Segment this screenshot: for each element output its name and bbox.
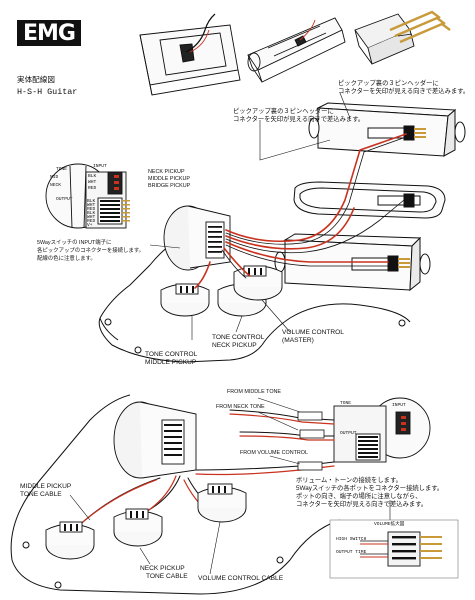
input-pin-2: RED: [88, 186, 97, 191]
switch-label-mid: MID: [50, 175, 59, 180]
note-header-top-1: ピックアップ裏の３ピンヘッダーに: [338, 80, 439, 87]
label-neck-cable-2: TONE CABLE: [146, 573, 188, 580]
switch-label-output: OUTPUT: [56, 197, 73, 202]
page-title: 実体配線図: [17, 75, 55, 84]
switch-label-input: INPUT: [93, 164, 107, 169]
label-tone-neck-1: TONE CONTROL: [212, 334, 265, 341]
header-pin-closeup: [354, 10, 451, 65]
volume-detail-inset: [329, 519, 459, 579]
volume-pot-bottom: [197, 483, 247, 523]
output-pin-1: WHT: [87, 203, 96, 208]
label-volume-1: VOLUME CONTROL: [282, 329, 344, 336]
bottom-plug-connectors: [297, 411, 325, 471]
label-tone-middle-1: TONE CONTROL: [145, 351, 198, 358]
label-from-middle-tone: FROM MIDDLE TONE: [227, 389, 282, 395]
label-tone-middle-2: MIDDLE PICKUP: [145, 359, 197, 366]
tone-pot-middle-bottom: [45, 521, 95, 560]
input-legend-neck: NECK PICKUP: [148, 169, 185, 175]
switch-label-neck: NECK: [50, 183, 62, 188]
input-pin-0: BLK: [88, 174, 97, 179]
label-from-neck-tone: FROM NECK TONE: [216, 404, 265, 410]
label-detail-output: OUTPUT TIME: [336, 550, 367, 555]
output-pin-0: BLK: [87, 199, 96, 204]
note-switch-1: 5Wayスイッチの INPUT端子に: [37, 240, 112, 246]
top-pickup-closeup-right: [247, 17, 346, 83]
bridge-humbucker: [274, 233, 431, 292]
tone-pot-middle-top: [160, 283, 210, 317]
neck-humbucker: [308, 102, 466, 157]
label-volume-cable: VOLUME CONTROL CABLE: [198, 575, 284, 582]
switch-board-bottom: [333, 397, 431, 463]
output-pin-4: WHT: [87, 215, 96, 220]
label-volume-detail: VOLUME拡大図: [374, 522, 405, 527]
label-middle-cable-2: TONE CABLE: [20, 491, 62, 498]
volume-pot-top: [233, 265, 283, 301]
input-legend-bridge: BRIDGE PICKUP: [148, 183, 191, 189]
switch-installed-bottom: [113, 401, 197, 479]
switch-installed-top: [163, 205, 231, 271]
note-bottom-1: ボリューム・トーンの接続をします。: [296, 477, 402, 484]
bottom-switch-input: INPUT: [392, 403, 406, 408]
page-subtitle: H-S-H Guitar: [17, 87, 78, 97]
output-pin-3: BLK: [87, 211, 96, 216]
pickguard-bottom: [10, 394, 341, 595]
leader-lines-bottom: [69, 397, 391, 575]
label-volume-2: (MASTER): [282, 337, 314, 344]
output-pin-6: V+: [87, 223, 93, 228]
switch-board-top: [45, 163, 130, 229]
bottom-switch-output: OUTPUT: [340, 431, 357, 436]
note-bottom-2: 5Wayスイッチの各ポットをコネクター接続します。: [296, 485, 444, 492]
label-from-volume: FROM VOLUME CONTROL: [240, 450, 308, 456]
note-switch-3: 配線の色に注意します。: [37, 256, 96, 262]
label-middle-cable-1: MIDDLE PICKUP: [20, 483, 72, 490]
top-pickup-closeup-left: [139, 13, 241, 96]
output-pin-2: RED: [87, 207, 96, 212]
leader-lines-top: [149, 92, 351, 340]
note-header-mid-2: コネクターを矢印が見える向きで差込みます。: [233, 116, 365, 123]
tone-pot-neck-bottom: [113, 508, 163, 547]
note-bottom-3: ポットの向き、端子の場所に注意しながら、: [296, 493, 422, 500]
emg-logo: EMG: [17, 20, 81, 46]
pickup-wires-top: [194, 133, 407, 289]
output-pin-5: RED: [87, 219, 96, 224]
bottom-switch-tone: TONE: [340, 401, 352, 406]
label-neck-cable-1: NECK PICKUP: [140, 565, 185, 572]
label-tone-neck-2: NECK PICKUP: [212, 342, 257, 349]
note-header-top-2: コネクターを矢印が見える向きで差込みます。: [338, 88, 470, 95]
input-pin-1: WHT: [88, 180, 97, 185]
note-header-mid-1: ピックアップ裏の３ピンヘッダーに: [233, 108, 334, 115]
label-detail-high: HIGH SWITCH: [336, 537, 367, 542]
note-bottom-4: コネクターを矢印が見える向きで差込みます。: [296, 501, 428, 508]
switch-label-tone: TONE: [56, 167, 68, 172]
input-legend-middle: MIDDLE PICKUP: [148, 176, 190, 182]
note-switch-2: 各ピックアップのコネクターを接続します。: [37, 248, 145, 254]
middle-single-coil: [293, 181, 446, 219]
